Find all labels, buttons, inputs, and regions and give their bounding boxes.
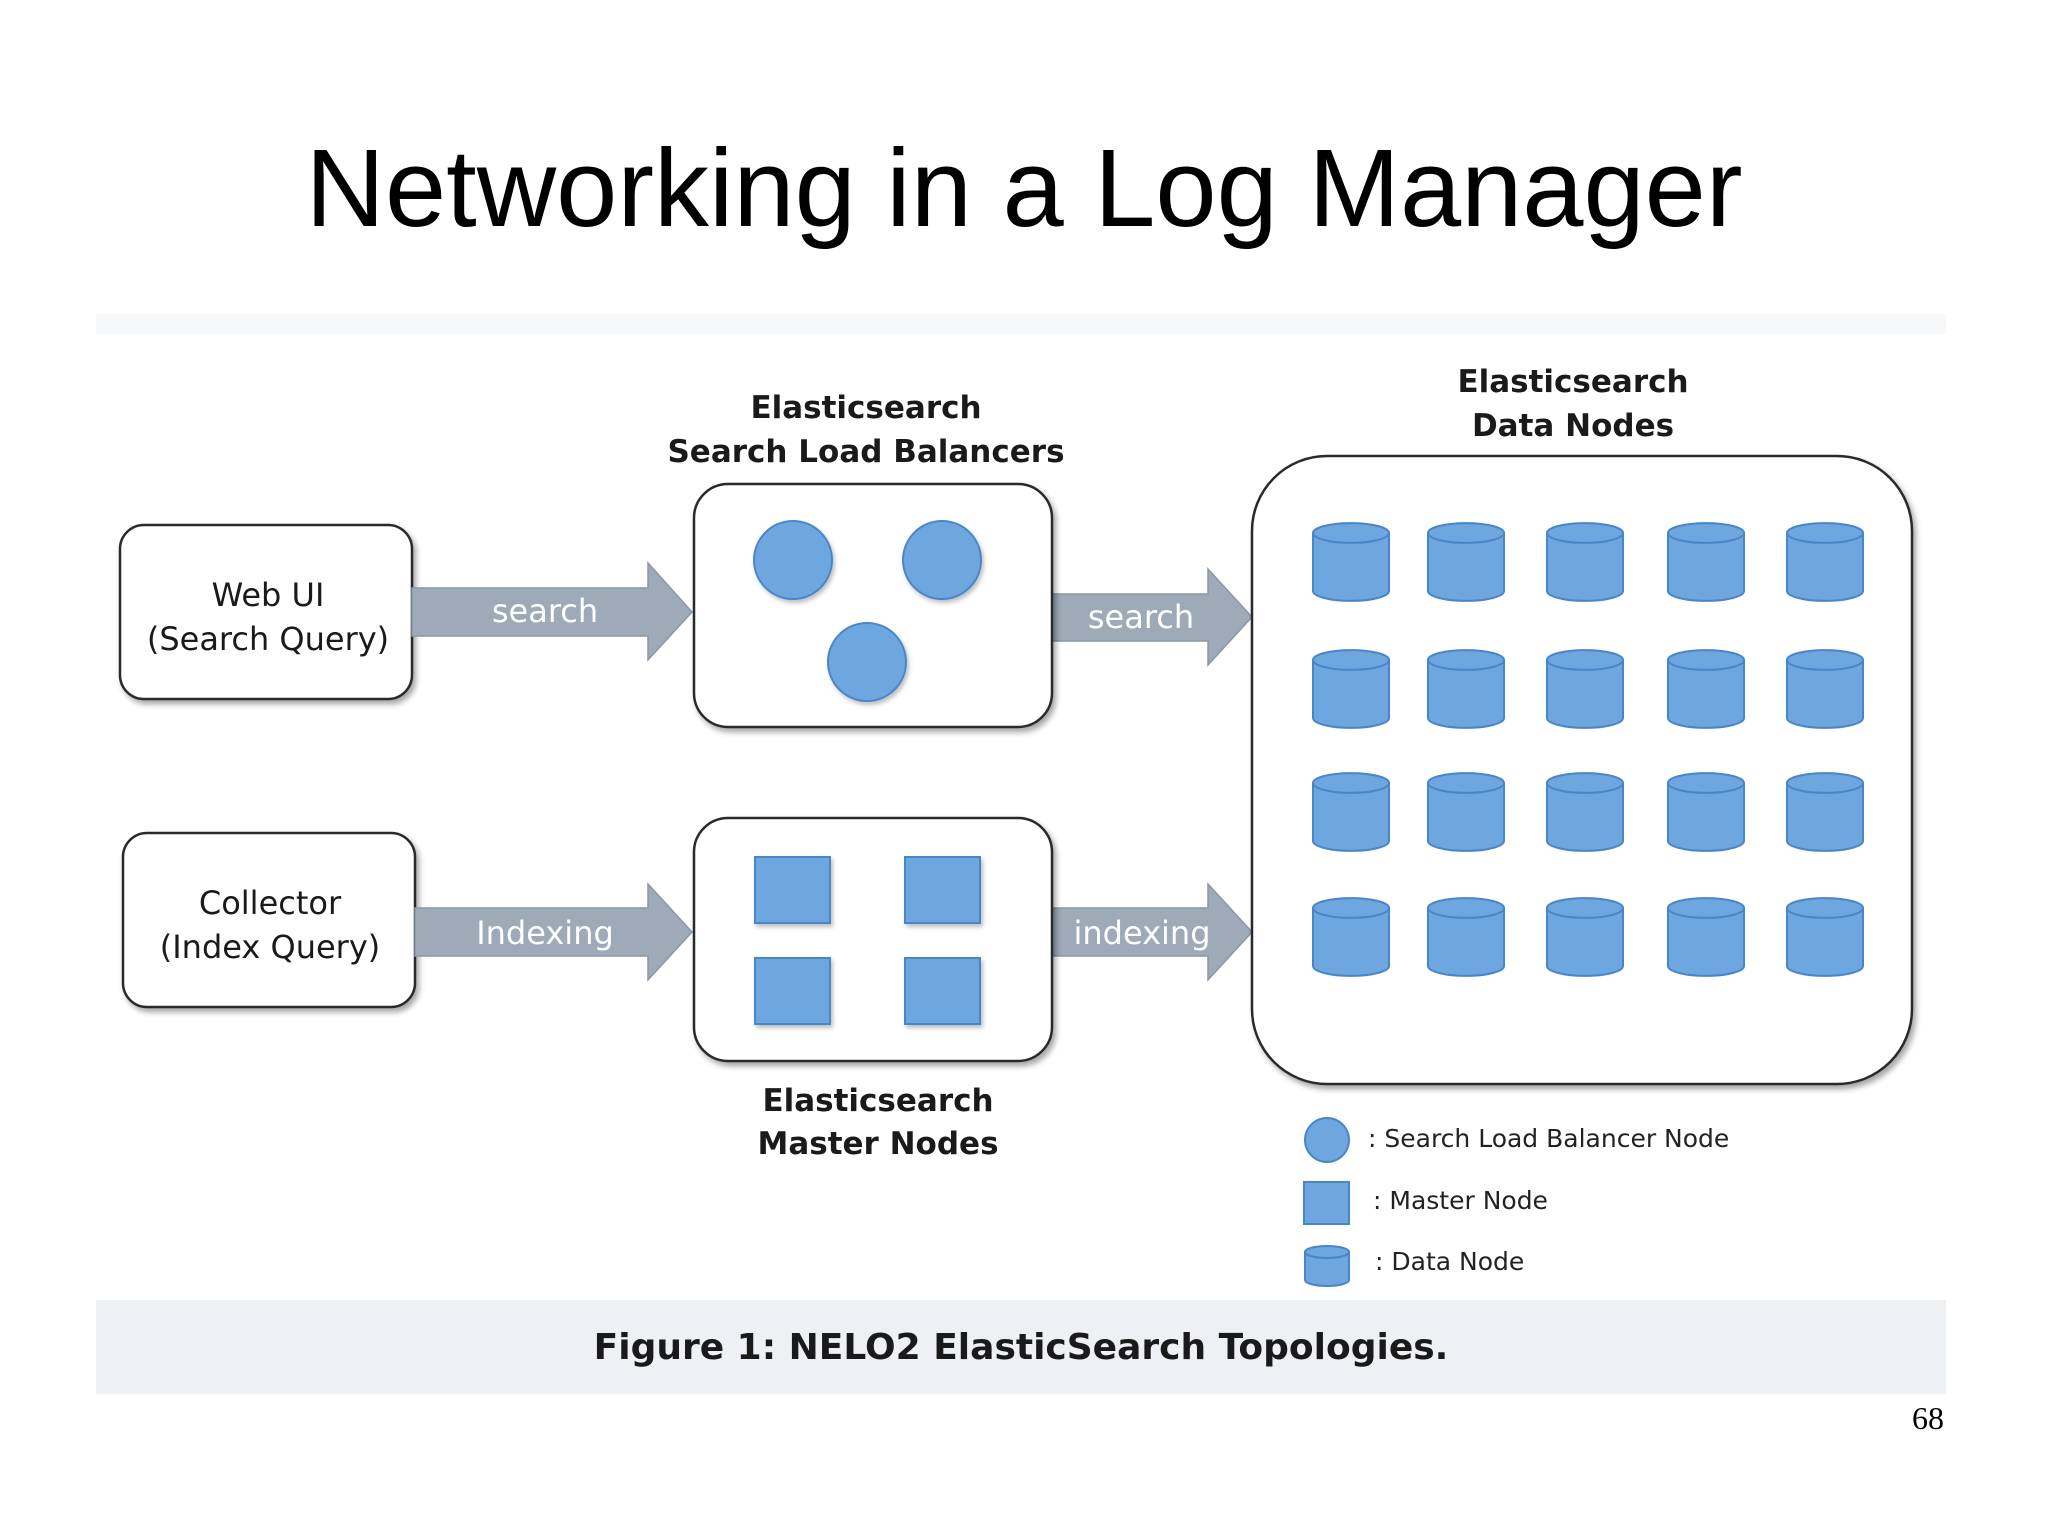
collector-source: Collector (Index Query) [121, 831, 417, 1009]
data-node [1312, 649, 1390, 729]
data-node [1304, 1245, 1350, 1287]
data-node-subtitle: Data Nodes [1472, 408, 1674, 444]
legend-square-icon [1303, 1181, 1350, 1225]
legend-label: : Data Node [1375, 1247, 1524, 1276]
master-node [904, 856, 981, 924]
data-node-grid [1312, 522, 1864, 977]
data-node [1667, 772, 1745, 852]
data-node [1312, 522, 1390, 602]
data-node [1786, 649, 1864, 729]
load-balancer-subtitle: Search Load Balancers [667, 434, 1064, 470]
data-node [1667, 649, 1745, 729]
master-node-subtitle: Master Nodes [757, 1126, 998, 1162]
arrow-index-out: indexing [1051, 882, 1254, 982]
collector-label: Collector [199, 884, 342, 922]
slide-title: Networking in a Log Manager [305, 127, 1743, 250]
legend-cylinder-icon [1304, 1245, 1350, 1287]
data-node [1667, 522, 1745, 602]
master-node-title: Elasticsearch [762, 1083, 993, 1119]
web-ui-sublabel: (Search Query) [147, 620, 389, 658]
data-node-title: Elasticsearch [1457, 364, 1688, 400]
web-ui-source: Web UI (Search Query) [118, 523, 414, 701]
arrow-search-out: search [1051, 567, 1254, 667]
load-balancer-node [902, 520, 982, 600]
data-node [1546, 897, 1624, 977]
master-node [904, 957, 981, 1025]
figure-caption: Figure 1: NELO2 ElasticSearch Topologies… [96, 1300, 1946, 1394]
arrow-search-out-label: search [1088, 598, 1194, 636]
arrow-index-out-label: indexing [1073, 914, 1210, 952]
master-node-group: Elasticsearch Master Nodes [692, 816, 1054, 1162]
collector-sublabel: (Index Query) [160, 928, 380, 966]
master-node [754, 856, 831, 924]
data-node [1546, 772, 1624, 852]
load-balancer-title: Elasticsearch [750, 390, 981, 426]
data-node [1786, 897, 1864, 977]
data-node [1427, 522, 1505, 602]
data-node [1786, 522, 1864, 602]
data-node [1667, 897, 1745, 977]
load-balancer-group: Elasticsearch Search Load Balancers [667, 390, 1065, 729]
legend-circle-icon [1304, 1117, 1350, 1163]
arrow-index-in: Indexing [414, 882, 694, 982]
data-node [1312, 897, 1390, 977]
page-number: 68 [1912, 1400, 1944, 1436]
load-balancer-node [753, 520, 833, 600]
data-node [1786, 772, 1864, 852]
data-node [1546, 649, 1624, 729]
data-node-group: Elasticsearch Data Nodes [1250, 364, 1914, 1086]
data-node [1312, 772, 1390, 852]
legend: : Search Load Balancer Node : Master Nod… [1303, 1117, 1729, 1287]
load-balancer-node [827, 622, 907, 702]
data-node [1546, 522, 1624, 602]
arrow-search-in-label: search [492, 592, 598, 630]
arrow-index-in-label: Indexing [476, 914, 614, 952]
legend-label: : Master Node [1373, 1186, 1548, 1215]
data-node [1427, 897, 1505, 977]
master-node [754, 957, 831, 1025]
arrow-search-in: search [411, 561, 694, 662]
web-ui-label: Web UI [212, 576, 325, 614]
legend-label: : Search Load Balancer Node [1368, 1124, 1729, 1153]
data-node [1427, 649, 1505, 729]
data-node [1427, 772, 1505, 852]
